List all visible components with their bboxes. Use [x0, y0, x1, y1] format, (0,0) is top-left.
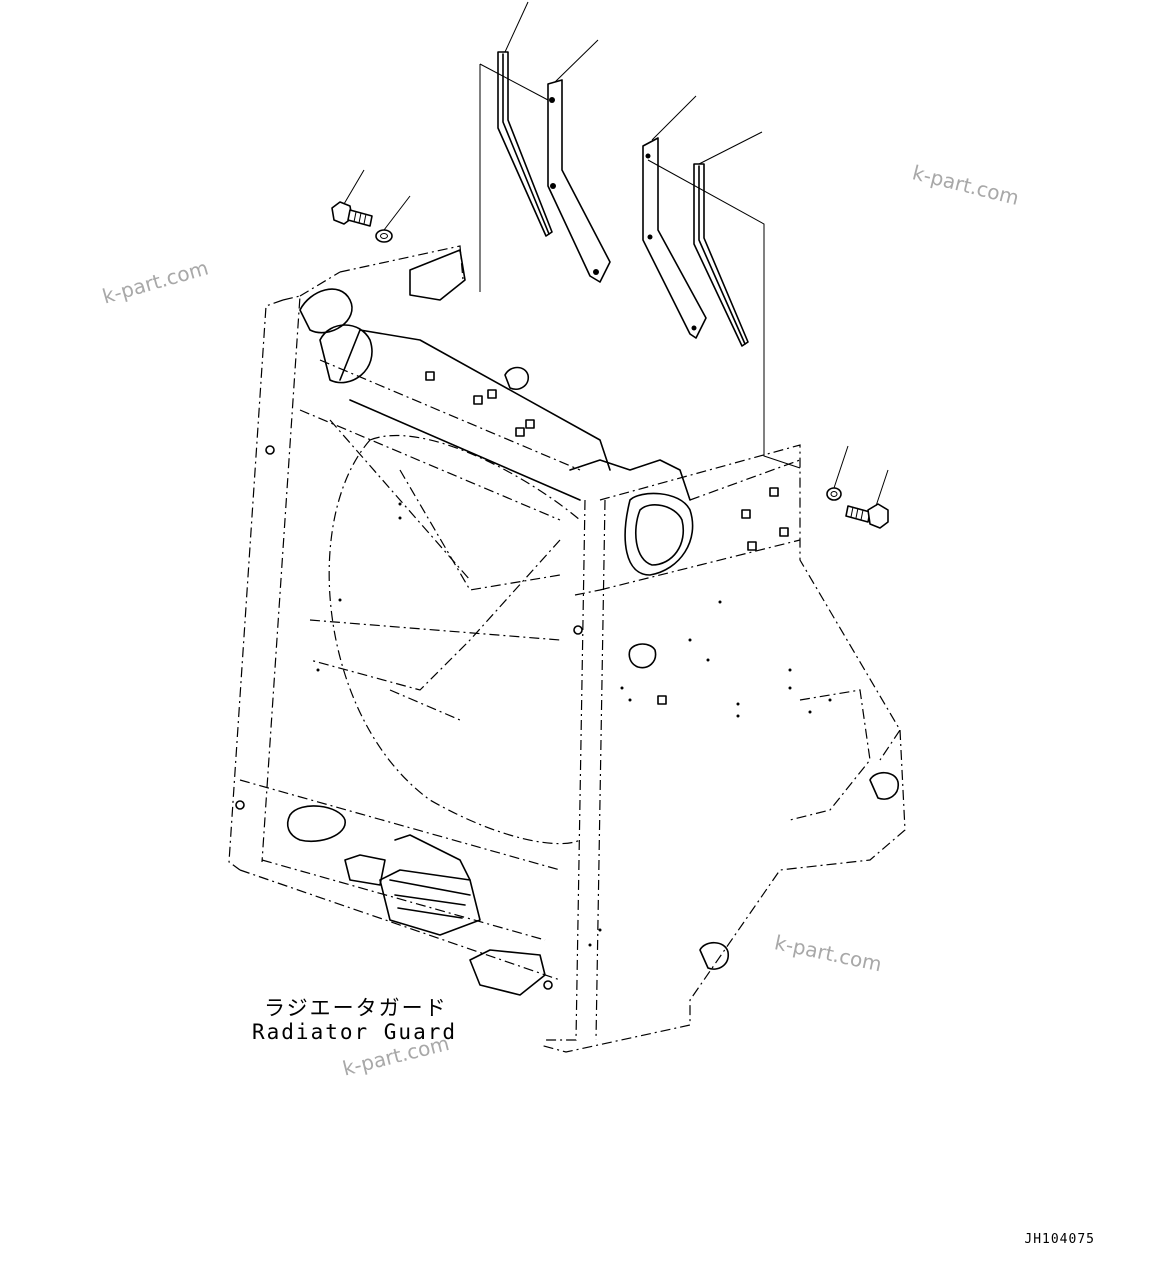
- leader-lines: [343, 1, 889, 507]
- caption-japanese: ラジエータガード: [264, 996, 448, 1020]
- frame-bolts: [235, 371, 789, 990]
- frame-dots: [316, 502, 832, 947]
- guard-bar-2: [547, 79, 611, 283]
- bottom-beam-parts: [286, 805, 546, 996]
- guard-bar-4: [693, 163, 749, 347]
- caption-english: Radiator Guard: [252, 1020, 458, 1044]
- radiator-frame: [228, 245, 906, 1053]
- washer-left: [375, 229, 393, 243]
- alignment-lines: [479, 63, 801, 469]
- bolt-right: [845, 503, 889, 529]
- guard-bar-1: [497, 51, 553, 237]
- drawing-id: JH104075: [1024, 1232, 1095, 1247]
- bolt-left: [331, 201, 373, 227]
- washer-right: [826, 487, 842, 501]
- guard-bar-3: [642, 137, 707, 339]
- top-beam-parts: [299, 249, 899, 970]
